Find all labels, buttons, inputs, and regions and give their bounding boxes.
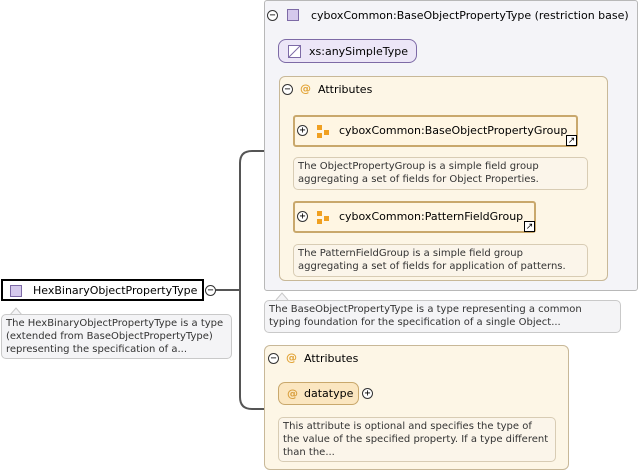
restriction-documentation: The BaseObjectPropertyType is a type rep…: [264, 300, 621, 333]
restriction-collapse-toggle[interactable]: −: [267, 10, 278, 21]
root-type-label: HexBinaryObjectPropertyType: [33, 284, 198, 297]
complex-type-icon: [10, 285, 22, 297]
attribute-group-box[interactable]: + cyboxCommon:PatternFieldGroup ↗: [293, 201, 536, 233]
datatype-attribute-box[interactable]: @ datatype: [278, 382, 359, 405]
datatype-attribute-label: datatype: [304, 387, 354, 400]
root-collapse-toggle[interactable]: −: [205, 285, 216, 296]
group-expand-toggle[interactable]: +: [297, 211, 308, 222]
at-attribute-icon: @: [287, 387, 298, 400]
jump-link-icon[interactable]: ↗: [524, 221, 535, 232]
datatype-expand-toggle[interactable]: +: [362, 388, 373, 399]
simple-type-box[interactable]: xs:anySimpleType: [278, 39, 417, 63]
at-attribute-icon: @: [300, 82, 311, 95]
restriction-base-frame: − cyboxCommon:BaseObjectPropertyType (re…: [264, 0, 638, 291]
attributes-collapse-toggle[interactable]: −: [282, 84, 293, 95]
attribute-group-documentation: The ObjectPropertyGroup is a simple fiel…: [293, 157, 588, 190]
attributes-frame: − @ Attributes @ datatype + This attribu…: [264, 345, 569, 470]
jump-link-icon[interactable]: ↗: [566, 135, 577, 146]
simple-type-label: xs:anySimpleType: [309, 45, 408, 58]
attributes-label: Attributes: [318, 83, 373, 96]
attribute-group-label: cyboxCommon:BaseObjectPropertyGroup: [339, 124, 568, 137]
root-type-box[interactable]: HexBinaryObjectPropertyType: [1, 279, 204, 301]
attributes-label: Attributes: [304, 352, 359, 365]
at-attribute-icon: @: [286, 351, 297, 364]
attributes-collapse-toggle[interactable]: −: [268, 353, 279, 364]
complex-type-icon: [287, 9, 299, 21]
attributes-group-frame: − @ Attributes + cyboxCommon:BaseObjectP…: [279, 76, 608, 281]
attribute-group-box[interactable]: + cyboxCommon:BaseObjectPropertyGroup ↗: [293, 115, 578, 147]
root-documentation: The HexBinaryObjectPropertyType is a typ…: [1, 314, 232, 359]
restriction-base-label: cyboxCommon:BaseObjectPropertyType (rest…: [311, 9, 629, 22]
simple-type-icon: [288, 45, 301, 58]
attribute-group-icon: [317, 125, 329, 138]
attribute-group-documentation: The PatternFieldGroup is a simple field …: [293, 244, 588, 277]
group-expand-toggle[interactable]: +: [297, 125, 308, 136]
attribute-group-label: cyboxCommon:PatternFieldGroup: [339, 210, 524, 223]
attribute-group-icon: [317, 211, 329, 224]
datatype-documentation: This attribute is optional and specifies…: [278, 417, 556, 462]
